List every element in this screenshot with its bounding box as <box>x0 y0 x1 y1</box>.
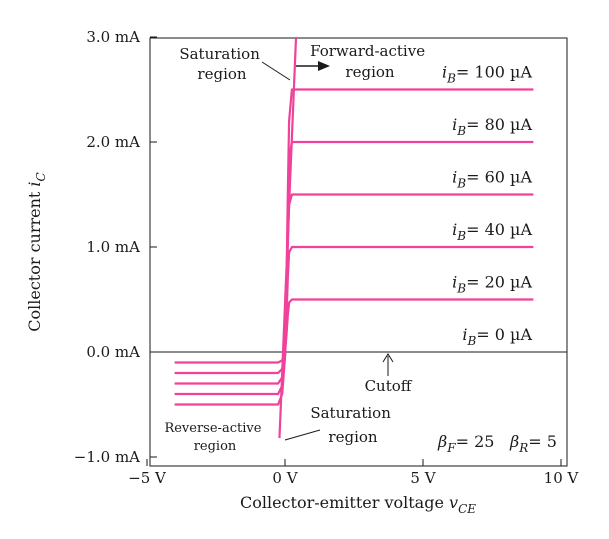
beta-r-label: βR= 5 <box>509 432 557 455</box>
y-tick-label: 2.0 mA <box>86 133 140 151</box>
x-tick-label: 10 V <box>544 469 580 487</box>
forward-active-label: Forward-active region <box>310 42 430 81</box>
saturation-bottom-label: Saturation region <box>310 404 395 446</box>
saturation-top-pointer <box>261 61 291 81</box>
axis-ticks: −1.0 mA 0.0 mA 1.0 mA 2.0 mA 3.0 mA −5 V 0 V 5 … <box>74 28 580 487</box>
ib-curve-20ua <box>174 298 534 364</box>
steep-rise-line <box>278 36 298 439</box>
y-tick-label: 3.0 mA <box>86 28 140 46</box>
x-tick-label: −5 V <box>128 469 167 487</box>
beta-f-label: βF= 25 <box>437 432 494 455</box>
saturation-top-label: Saturation region <box>179 45 264 83</box>
x-tick-label: 5 V <box>410 469 436 487</box>
characteristic-curves <box>174 36 534 439</box>
x-tick-label: 0 V <box>272 469 298 487</box>
plot-frame <box>149 37 568 467</box>
ib-label-100ua: iB= 100 µA <box>442 63 532 86</box>
x-axis-title: Collector-emitter voltage vCE <box>240 493 476 516</box>
ib-label-80ua: iB= 80 µA <box>452 115 532 138</box>
ib-label-0ua: iB= 0 µA <box>462 325 532 348</box>
cutoff-label: Cutoff <box>365 377 413 395</box>
ib-label-20ua: iB= 20 µA <box>452 273 532 296</box>
saturation-bottom-pointer <box>284 429 321 441</box>
y-tick-label: 1.0 mA <box>86 238 140 256</box>
forward-active-arrow-head <box>318 61 330 71</box>
y-tick-label: 0.0 mA <box>86 343 140 361</box>
cutoff-arrow-head <box>382 353 394 363</box>
curve-labels: iB= 100 µA iB= 80 µA iB= 60 µA iB= 40 µA iB=… <box>442 63 532 349</box>
y-axis-title: Collector current iC <box>25 172 48 332</box>
reverse-active-label: Reverse-active region <box>164 421 265 454</box>
y-tick-label: −1.0 mA <box>74 448 140 466</box>
ib-curve-40ua <box>174 245 534 375</box>
ib-label-60ua: iB= 60 µA <box>452 168 532 191</box>
ib-label-40ua: iB= 40 µA <box>452 220 532 243</box>
